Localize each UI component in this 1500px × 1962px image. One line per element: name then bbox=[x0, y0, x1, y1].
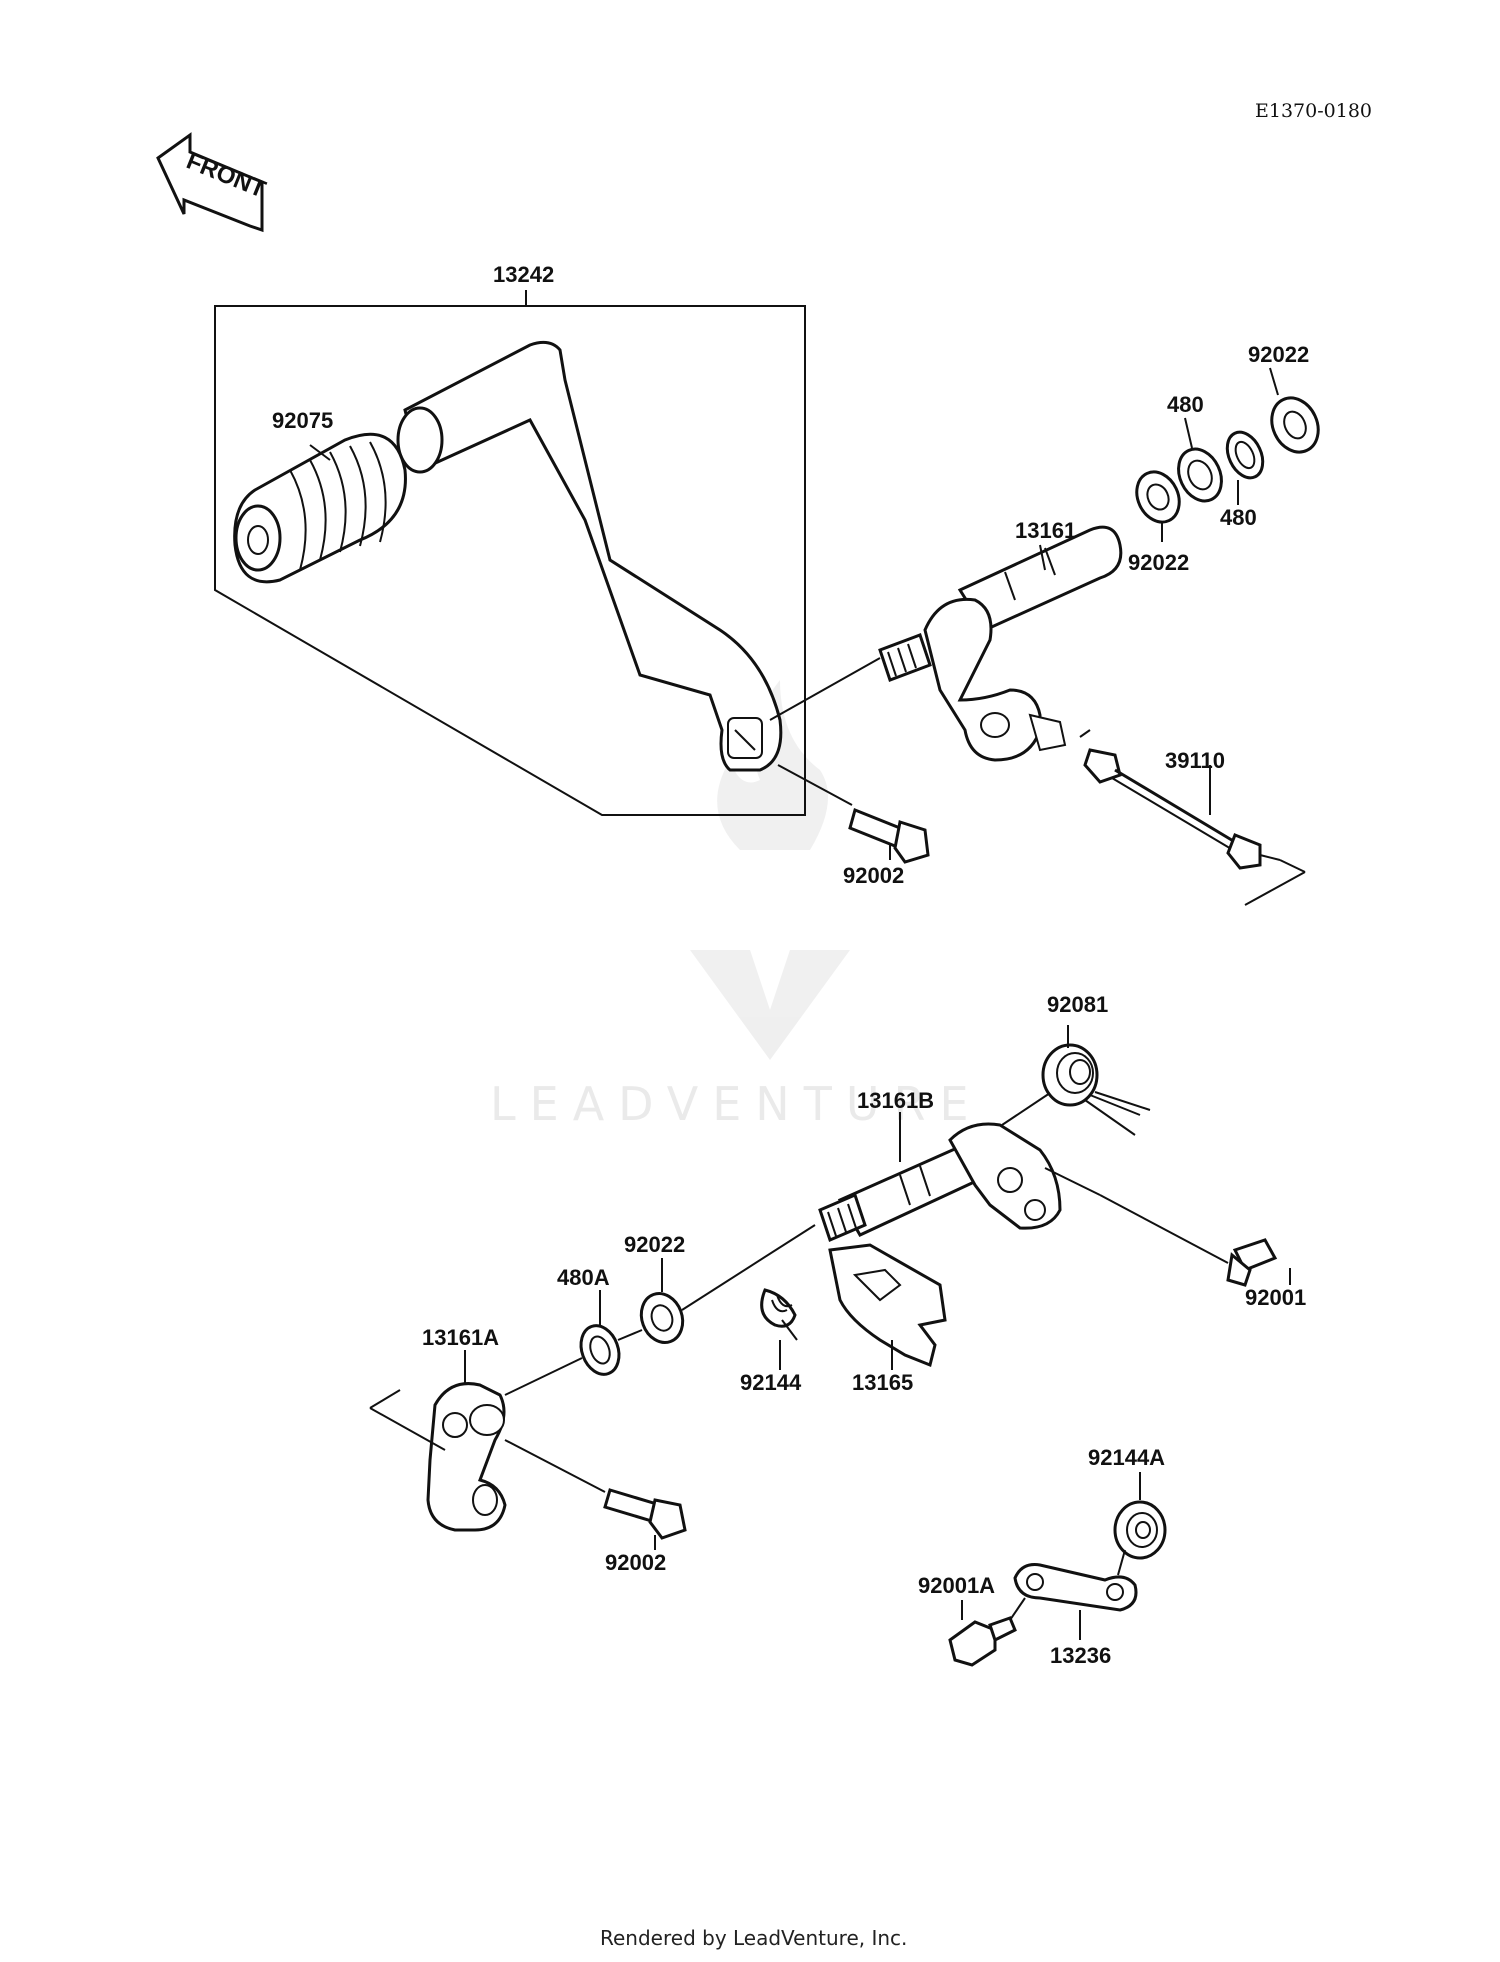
label-92001a: 92001A bbox=[918, 1573, 995, 1598]
label-13242: 13242 bbox=[493, 262, 554, 287]
bolt-92002-low bbox=[603, 1488, 687, 1540]
footpeg-rubber bbox=[233, 432, 407, 584]
label-13165: 13165 bbox=[852, 1370, 913, 1395]
washer-92022-mid bbox=[1135, 470, 1181, 524]
leader-lines-bottom bbox=[369, 1025, 1291, 1640]
bolt-92002-top bbox=[848, 807, 930, 864]
spring-92144a bbox=[1113, 1500, 1167, 1560]
leadventure-watermark: LEADVENTURE bbox=[490, 680, 983, 1131]
shift-shaft-13161 bbox=[878, 525, 1123, 762]
plate-13165 bbox=[828, 1243, 947, 1368]
circlip-480-b bbox=[1225, 430, 1265, 480]
label-39110: 39110 bbox=[1165, 748, 1225, 773]
arm-13236 bbox=[1013, 1563, 1138, 1612]
circlip-480-a bbox=[1177, 447, 1223, 503]
label-92022-mid: 92022 bbox=[1128, 550, 1189, 575]
return-spring-92081 bbox=[1041, 1043, 1151, 1136]
shift-shaft-13161b bbox=[818, 1122, 1062, 1243]
washer-92022-low bbox=[639, 1292, 685, 1344]
assembly-frame-13242 bbox=[214, 290, 806, 816]
label-480-top: 480 bbox=[1167, 392, 1204, 417]
label-480-right: 480 bbox=[1220, 505, 1257, 530]
label-13236: 13236 bbox=[1050, 1643, 1111, 1668]
spring-92144 bbox=[760, 1288, 798, 1341]
label-92002-low: 92002 bbox=[605, 1550, 666, 1575]
label-13161a: 13161A bbox=[422, 1325, 499, 1350]
footer-credit: Rendered by LeadVenture, Inc. bbox=[600, 1926, 907, 1950]
label-480a: 480A bbox=[557, 1265, 610, 1290]
front-arrow-icon: FRONT bbox=[156, 132, 270, 233]
label-92144a: 92144A bbox=[1088, 1445, 1165, 1470]
bolt-92001a bbox=[948, 1616, 1017, 1667]
stud-92001 bbox=[1226, 1238, 1278, 1287]
label-92081: 92081 bbox=[1047, 992, 1108, 1017]
label-13161b: 13161B bbox=[857, 1088, 934, 1113]
tie-rod-39110 bbox=[1083, 748, 1281, 870]
diagram-code: E1370-0180 bbox=[1255, 100, 1372, 122]
label-13161: 13161 bbox=[1015, 518, 1076, 543]
watermark-text: LEADVENTURE bbox=[490, 1077, 983, 1131]
label-92144: 92144 bbox=[740, 1370, 802, 1395]
label-92001: 92001 bbox=[1245, 1285, 1306, 1310]
part-labels: 13242 92075 92022 480 480 13161 92022 39… bbox=[272, 262, 1309, 1668]
label-92022-top: 92022 bbox=[1248, 342, 1309, 367]
shift-arm-13161a bbox=[426, 1382, 507, 1532]
leader-lines-top bbox=[309, 367, 1306, 906]
circlip-480a bbox=[579, 1324, 621, 1376]
label-92022-low: 92022 bbox=[624, 1232, 685, 1257]
label-92075: 92075 bbox=[272, 408, 333, 433]
washer-92022-top bbox=[1270, 396, 1320, 454]
shift-pedal bbox=[396, 340, 783, 772]
label-92002-top: 92002 bbox=[843, 863, 904, 888]
